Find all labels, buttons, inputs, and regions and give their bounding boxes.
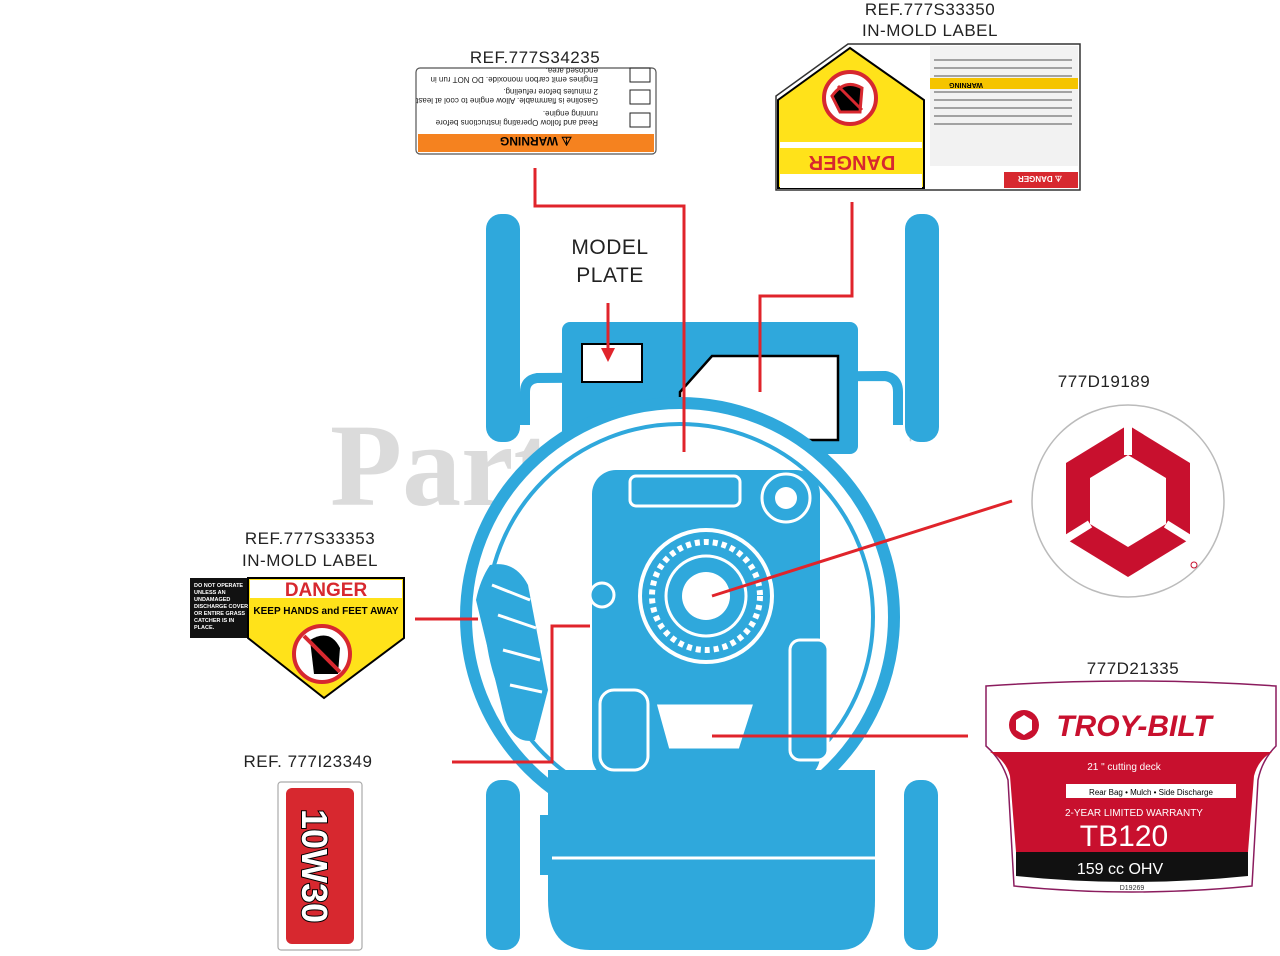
troybilt-brand: TROY-BILT	[1056, 710, 1214, 743]
danger-label-left: DO NOT OPERATE UNLESS AN UNDAMAGED DISCH…	[190, 577, 405, 700]
svg-text:KEEP HANDS and FEET AWAY: KEEP HANDS and FEET AWAY	[253, 606, 399, 617]
inmold-top-caption: IN-MOLD LABEL	[862, 21, 998, 40]
front-right-wheel	[904, 780, 938, 950]
air-filter	[653, 701, 758, 752]
fire-icon	[629, 89, 651, 105]
svg-text:2-YEAR LIMITED WARRANTY: 2-YEAR LIMITED WARRANTY	[1065, 808, 1203, 819]
svg-text:UNLESS AN: UNLESS AN	[194, 590, 226, 596]
svg-text:Gasoline is flammable. Allow e: Gasoline is flammable. Allow engine to c…	[415, 96, 598, 105]
callout-lines	[415, 168, 1013, 764]
octagon-decal	[1031, 404, 1225, 598]
svg-text:2 minutes before refueling.: 2 minutes before refueling.	[503, 87, 598, 96]
inmold-left-caption: IN-MOLD LABEL	[242, 551, 378, 570]
oil-text: 10W30	[294, 809, 335, 923]
svg-text:Rear Bag • Mulch • Side Discha: Rear Bag • Mulch • Side Discharge	[1089, 788, 1213, 797]
troybilt-decal: TROY-BILT 21 " cutting deck Rear Bag • M…	[985, 680, 1277, 893]
danger-top-title: DANGER	[808, 151, 895, 173]
callout-danger-top	[758, 202, 854, 392]
manual-icon	[629, 112, 651, 128]
svg-text:Engines emit carbon monoxide.: Engines emit carbon monoxide. DO NOT run…	[431, 75, 598, 84]
svg-text:Read and follow Operating inst: Read and follow Operating instructions b…	[435, 118, 598, 127]
svg-text:CATCHER IS IN: CATCHER IS IN	[194, 618, 234, 624]
svg-text:PLACE.: PLACE.	[194, 625, 215, 631]
ref-danger-top-caption: REF.777S33350	[864, 0, 996, 19]
model-plate-caption-2: PLATE	[576, 264, 644, 287]
svg-text:21 " cutting deck: 21 " cutting deck	[1087, 762, 1162, 773]
callout-octagon	[711, 499, 1013, 598]
svg-text:enclosed area.: enclosed area.	[546, 66, 598, 75]
svg-text:⚠ DANGER: ⚠ DANGER	[1018, 174, 1062, 183]
model-plate-caption-1: MODEL	[571, 236, 649, 259]
fumes-icon	[629, 67, 651, 83]
svg-text:OR ENTIRE GRASS: OR ENTIRE GRASS	[194, 611, 245, 617]
front-left-wheel	[486, 780, 520, 950]
svg-text:D19269: D19269	[1120, 885, 1145, 892]
ref-warning-caption: REF.777S34235	[469, 48, 601, 67]
ref-oil-caption: REF. 777I23349	[243, 752, 373, 771]
ref-danger-left-caption: REF.777S33353	[244, 529, 376, 548]
svg-text:running engine.: running engine.	[543, 109, 598, 118]
part-troybilt-caption: 777D21335	[1086, 659, 1180, 678]
warning-banner: ⚠ WARNING	[500, 134, 572, 148]
danger-left-title: DANGER	[285, 580, 368, 601]
danger-label-top: DANGER KEEP HANDS and FEET AWAY ⚠ DANGER…	[775, 43, 1081, 191]
svg-text:UNDAMAGED: UNDAMAGED	[194, 597, 230, 603]
svg-text:159 cc OHV: 159 cc OHV	[1077, 861, 1164, 878]
troybilt-model: TB120	[1080, 820, 1168, 853]
warning-label: ⚠ WARNING Read and follow Operating inst…	[415, 66, 657, 155]
svg-text:DISCHARGE COVER: DISCHARGE COVER	[194, 604, 248, 610]
callout-oil	[452, 624, 590, 764]
mower-illustration	[460, 214, 939, 950]
callout-warning	[533, 168, 686, 452]
rear-right-wheel	[905, 214, 939, 442]
svg-text:DO NOT OPERATE: DO NOT OPERATE	[194, 583, 243, 589]
oil-label: 10W30	[277, 781, 363, 951]
svg-text:WARNING: WARNING	[949, 81, 983, 88]
front-deck	[548, 770, 875, 950]
rear-left-wheel	[486, 214, 520, 442]
part-octagon-caption: 777D19189	[1057, 372, 1151, 391]
